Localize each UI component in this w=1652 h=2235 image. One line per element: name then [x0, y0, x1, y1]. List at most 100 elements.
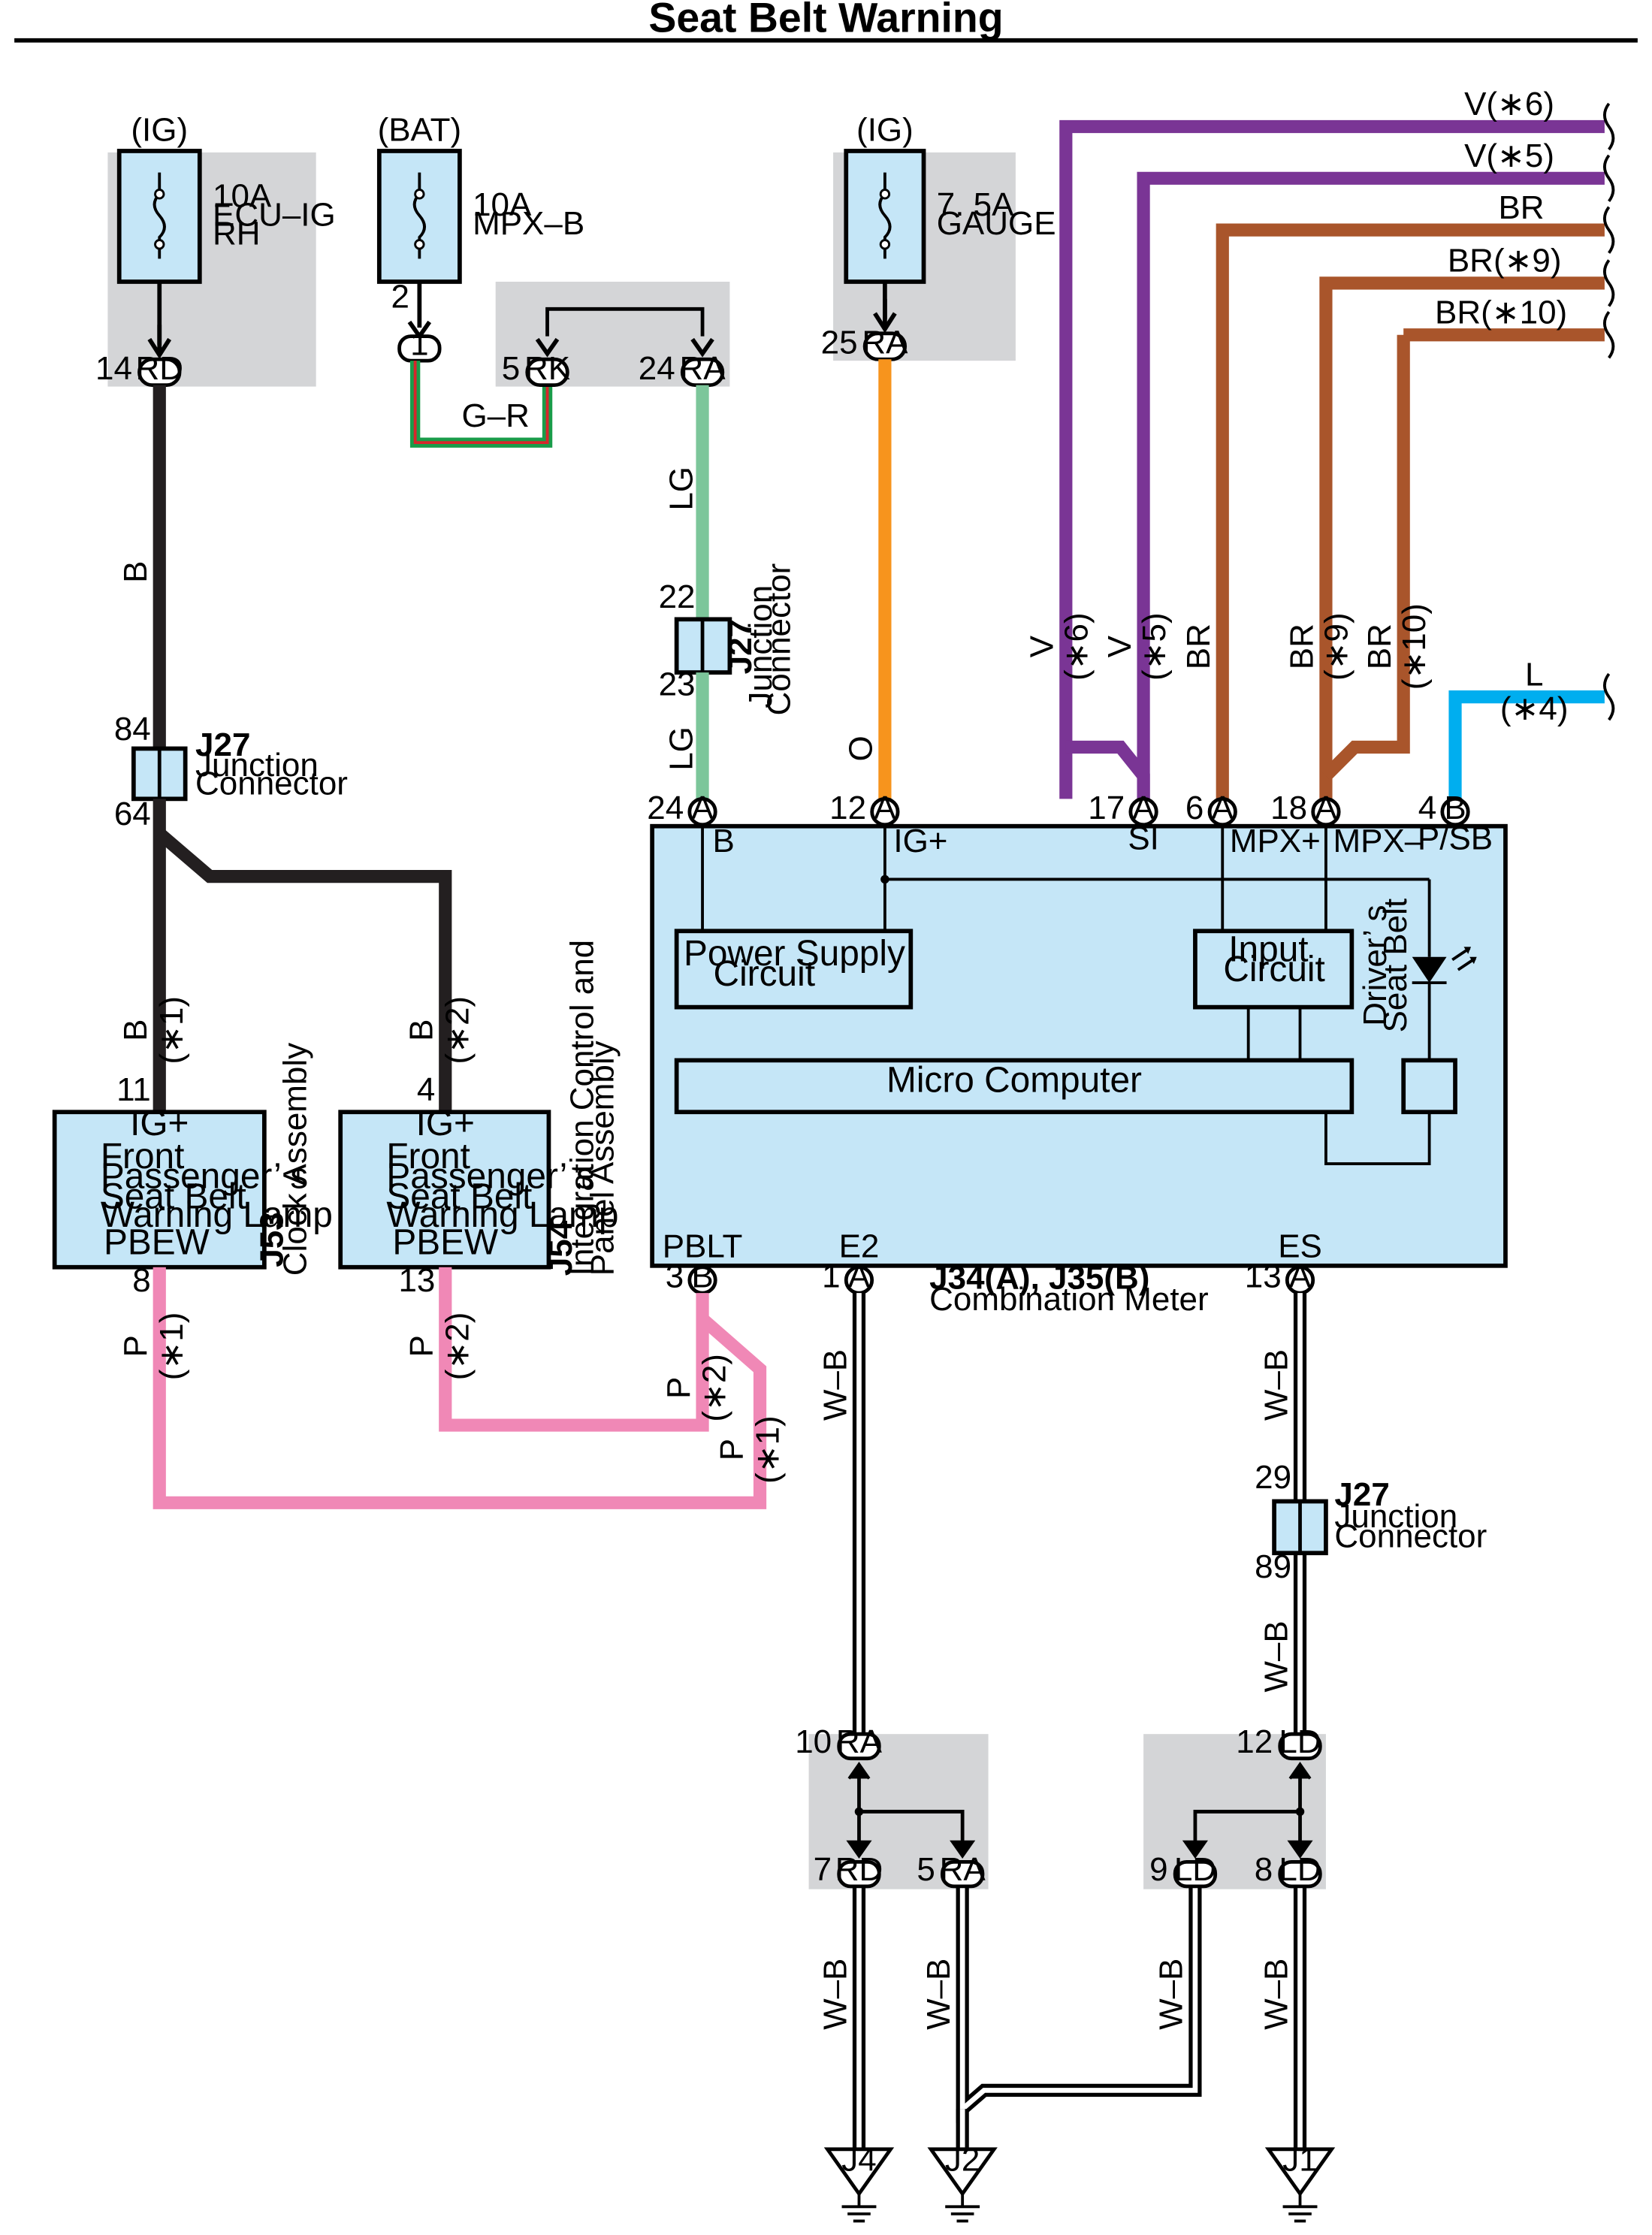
panel-ig: IG+ — [416, 1104, 475, 1143]
clock-pbew: PBEW — [104, 1223, 210, 1263]
clock-pin-8: 8 — [132, 1262, 150, 1299]
wire-label-br-6: BR — [1180, 624, 1217, 669]
conn-label: LD — [1279, 1851, 1321, 1888]
seat-belt-led-icon — [1412, 947, 1477, 985]
pin-conn-label: B — [1444, 790, 1466, 826]
meter-name: Combination Meter — [929, 1281, 1208, 1318]
clock-assembly — [52, 1110, 267, 1270]
power-supply-circuit — [674, 929, 914, 1010]
wire-tag-p-2b: (∗2) — [696, 1354, 733, 1422]
wire-label-b: B — [117, 561, 154, 583]
wire-tag-2: (∗2) — [439, 996, 476, 1065]
pin-num-6: 6 — [1185, 790, 1204, 826]
input-circuit-line1: Input — [1228, 929, 1308, 969]
arrow-down-icon — [690, 337, 714, 358]
panel-name1: Integration Control and — [564, 940, 601, 1276]
arrow-down-icon — [147, 325, 172, 359]
pin-8: 8 — [1255, 1851, 1273, 1888]
conn-label: RA — [940, 1851, 986, 1888]
power-supply-line1: Power Supply — [684, 934, 905, 974]
ground-j4-label: J4 — [841, 2141, 876, 2178]
driver-seat-belt-line1: Driver’ s — [1357, 905, 1394, 1026]
connector-ld-12 — [1278, 1732, 1322, 1761]
ground-bus-right — [1193, 1767, 1302, 1844]
j27-mid-id: J27 — [722, 619, 759, 674]
connector-ld-8 — [1278, 1859, 1322, 1889]
pin-num-1: 1 — [822, 1258, 840, 1295]
fuse-ecu-side: RH — [213, 215, 261, 252]
j27-right-id: J27 — [1334, 1476, 1389, 1513]
conn-label: RD — [835, 1851, 883, 1888]
terminal-psb: P/SB — [1418, 820, 1493, 856]
pin-conn-label: A — [691, 790, 714, 826]
fuse-gauge-source: (IG) — [856, 112, 914, 149]
wire-label-v5: V — [1101, 635, 1138, 657]
panel-line3: Seat Belt — [386, 1176, 532, 1216]
clock-line2: Passenger’ s — [101, 1157, 308, 1197]
connector-ra-10 — [837, 1732, 881, 1761]
wire-tag-6: (∗6) — [1059, 612, 1095, 681]
pin-conn-label: A — [1212, 790, 1234, 826]
wire-label-lg-2: LG — [663, 726, 700, 771]
wire-tag-9: (∗9) — [1318, 612, 1355, 681]
wire-label-w-b: W–B — [1258, 1620, 1294, 1692]
pin-num-3: 3 — [666, 1258, 684, 1295]
junction-top-bus — [545, 307, 705, 337]
fuse-terminal-icon — [879, 239, 891, 250]
pin-84: 84 — [114, 711, 151, 748]
wire-tag-p-2: (∗2) — [439, 1312, 476, 1381]
fuse-gauge-name: GAUGE — [937, 205, 1056, 242]
connector-ra-label: RA — [680, 350, 726, 387]
wire-tag-1: (∗1) — [153, 996, 190, 1065]
j27-right-name2: Connector — [1334, 1518, 1487, 1555]
arrow-up-icon — [1288, 1762, 1312, 1780]
micro-computer — [674, 1058, 1355, 1115]
wire-label-p-2: P — [403, 1335, 440, 1357]
junction-dot — [854, 1807, 864, 1817]
wire-br-10 — [1321, 328, 1605, 781]
panel-name2: Panel Assembly — [584, 1040, 621, 1276]
micro-computer-label: Micro Computer — [886, 1060, 1142, 1100]
connector-ra-gauge-label: RA — [862, 325, 908, 361]
fuse-terminal-icon — [414, 239, 425, 250]
pin-conn-label: A — [848, 1258, 871, 1295]
junction-dot — [1295, 1807, 1305, 1817]
wire-label-w-b: W–B — [817, 1349, 853, 1421]
wire-br — [1216, 223, 1605, 799]
pin-num-12: 12 — [829, 790, 866, 826]
junction-dot — [880, 874, 889, 884]
terminal-mpx-minus: MPX– — [1333, 823, 1423, 859]
feed-label-br10: BR(∗10) — [1435, 294, 1567, 331]
arrow-up-icon — [847, 1762, 871, 1780]
wire-label-w-b: W–B — [1258, 1349, 1294, 1421]
ground-j1-label: J1 — [1282, 2141, 1317, 2178]
clock-name: Clock Assembly — [276, 1043, 313, 1276]
fuse-mpx-source: (BAT) — [378, 112, 462, 149]
fuse-gauge-rating: 7. 5A — [937, 186, 1014, 223]
wire-l — [1448, 690, 1605, 799]
feed-label-br: BR — [1498, 189, 1544, 226]
wire-label-p-2b: P — [660, 1377, 697, 1399]
terminal-si: SI — [1128, 820, 1159, 856]
clock-pin-11: 11 — [116, 1071, 151, 1108]
j27-mid-name2: Connector — [761, 563, 798, 716]
pin-29: 29 — [1255, 1459, 1291, 1496]
clock-line3: Seat Belt — [101, 1176, 246, 1216]
pin-10: 10 — [795, 1723, 832, 1760]
pin-2: 2 — [391, 278, 409, 315]
wire-label-lg: LG — [663, 467, 700, 511]
wire-label-br-10: BR — [1361, 624, 1398, 669]
meter-id: J34(A), J35(B) — [929, 1259, 1149, 1296]
wire-label-w-b: W–B — [1153, 1959, 1190, 2030]
feed-label-v5: V(∗5) — [1464, 137, 1554, 174]
pin-7: 7 — [814, 1851, 832, 1888]
wire-tag-p-1b: (∗1) — [749, 1415, 786, 1484]
clock-line1: Front — [101, 1137, 185, 1176]
connector-ld-9 — [1173, 1859, 1218, 1889]
pin-5: 5 — [502, 350, 520, 387]
terminal-ig: IG+ — [893, 823, 947, 859]
connector-ra-5 — [940, 1859, 985, 1889]
conn-label: RA — [836, 1723, 883, 1760]
terminal-b: B — [712, 823, 734, 859]
